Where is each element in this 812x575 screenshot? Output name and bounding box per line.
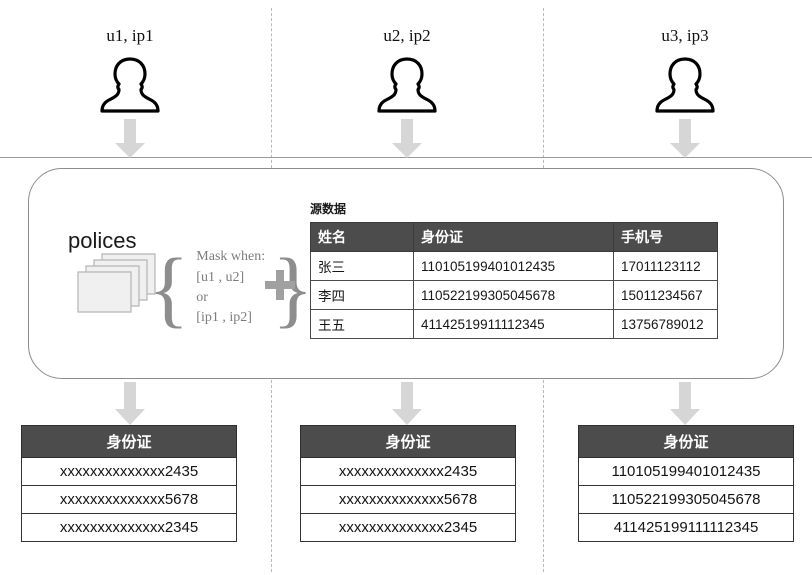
column-divider-1-top — [271, 8, 272, 168]
cell-id: 41142519911112345 — [413, 309, 614, 339]
policies-title: polices — [68, 228, 137, 253]
flow-arrow-panel-to-result1 — [115, 382, 145, 425]
table-row: xxxxxxxxxxxxxx2435 — [21, 457, 237, 486]
table-row: 张三 110105199401012435 17011123112 — [310, 251, 718, 281]
source-data-table: 姓名 身份证 手机号 张三 110105199401012435 1701112… — [310, 222, 718, 339]
cell-masked-id: xxxxxxxxxxxxxx2435 — [300, 457, 516, 486]
user-label-1: u1, ip1 — [106, 26, 154, 45]
cell-masked-id: xxxxxxxxxxxxxx5678 — [300, 485, 516, 514]
brace-left-icon: { — [148, 239, 190, 336]
mask-rule-line-4: [ip1 , ip2] — [196, 310, 252, 326]
flow-arrow-user1-to-panel — [115, 119, 145, 158]
cell-plain-id: 411425199111112345 — [578, 513, 794, 542]
result-table-user3: 身份证 110105199401012435 11052219930504567… — [578, 425, 794, 542]
table-row: 110105199401012435 — [578, 457, 794, 486]
source-table-caption: 源数据 — [310, 202, 347, 216]
cell-name: 王五 — [310, 309, 414, 339]
column-header-id: 身份证 — [578, 425, 794, 458]
cell-masked-id: xxxxxxxxxxxxxx2435 — [21, 457, 237, 486]
result-table-user2: 身份证 xxxxxxxxxxxxxx2435 xxxxxxxxxxxxxx567… — [300, 425, 516, 542]
cell-masked-id: xxxxxxxxxxxxxx5678 — [21, 485, 237, 514]
column-header-id: 身份证 — [300, 425, 516, 458]
column-divider-1-bottom — [271, 380, 272, 572]
result-table-user1: 身份证 xxxxxxxxxxxxxx2435 xxxxxxxxxxxxxx567… — [21, 425, 237, 542]
column-header-id: 身份证 — [413, 222, 614, 252]
cell-phone: 13756789012 — [613, 309, 718, 339]
plus-bar-vertical — [276, 270, 284, 300]
table-header-row: 身份证 — [300, 425, 516, 458]
column-header-id: 身份证 — [21, 425, 237, 458]
cell-id: 110522199305045678 — [413, 280, 614, 310]
column-header-name: 姓名 — [310, 222, 414, 252]
column-divider-2-top — [543, 8, 544, 168]
table-row: xxxxxxxxxxxxxx5678 — [300, 485, 516, 514]
mask-rule-text: Mask when: [u1 , u2] or [ip1 , ip2] — [189, 247, 272, 328]
column-header-phone: 手机号 — [613, 222, 718, 252]
cell-plain-id: 110522199305045678 — [578, 485, 794, 514]
mask-rule-line-2: [u1 , u2] — [196, 269, 245, 285]
table-header-row: 身份证 — [578, 425, 794, 458]
flow-arrow-panel-to-result2 — [392, 382, 422, 425]
cell-phone: 17011123112 — [613, 251, 718, 281]
cell-id: 110105199401012435 — [413, 251, 614, 281]
table-header-row: 身份证 — [21, 425, 237, 458]
column-divider-2-bottom — [543, 380, 544, 572]
flow-arrow-user3-to-panel — [670, 119, 700, 158]
table-row: 王五 41142519911112345 13756789012 — [310, 309, 718, 339]
table-header-row: 姓名 身份证 手机号 — [310, 222, 718, 252]
table-row: 李四 110522199305045678 15011234567 — [310, 280, 718, 310]
flow-arrow-user2-to-panel — [392, 119, 422, 158]
user-row-baseline — [0, 157, 812, 158]
table-row: 110522199305045678 — [578, 485, 794, 514]
person-icon — [100, 57, 160, 113]
table-row: 411425199111112345 — [578, 513, 794, 542]
person-icon — [377, 57, 437, 113]
mask-rule-line-1: Mask when: — [196, 249, 266, 265]
cell-phone: 15011234567 — [613, 280, 718, 310]
cell-name: 李四 — [310, 280, 414, 310]
table-row: xxxxxxxxxxxxxx2345 — [300, 513, 516, 542]
user-label-3: u3, ip3 — [661, 26, 709, 45]
cell-name: 张三 — [310, 251, 414, 281]
table-row: xxxxxxxxxxxxxx2435 — [300, 457, 516, 486]
plus-icon — [265, 270, 295, 300]
flow-arrow-panel-to-result3 — [670, 382, 700, 425]
user-label-2: u2, ip2 — [383, 26, 431, 45]
table-row: xxxxxxxxxxxxxx5678 — [21, 485, 237, 514]
cell-masked-id: xxxxxxxxxxxxxx2345 — [300, 513, 516, 542]
person-icon — [655, 57, 715, 113]
stacked-cards-icon — [77, 253, 156, 313]
cell-plain-id: 110105199401012435 — [578, 457, 794, 486]
mask-rule-line-3: or — [196, 290, 208, 305]
cell-masked-id: xxxxxxxxxxxxxx2345 — [21, 513, 237, 542]
table-row: xxxxxxxxxxxxxx2345 — [21, 513, 237, 542]
